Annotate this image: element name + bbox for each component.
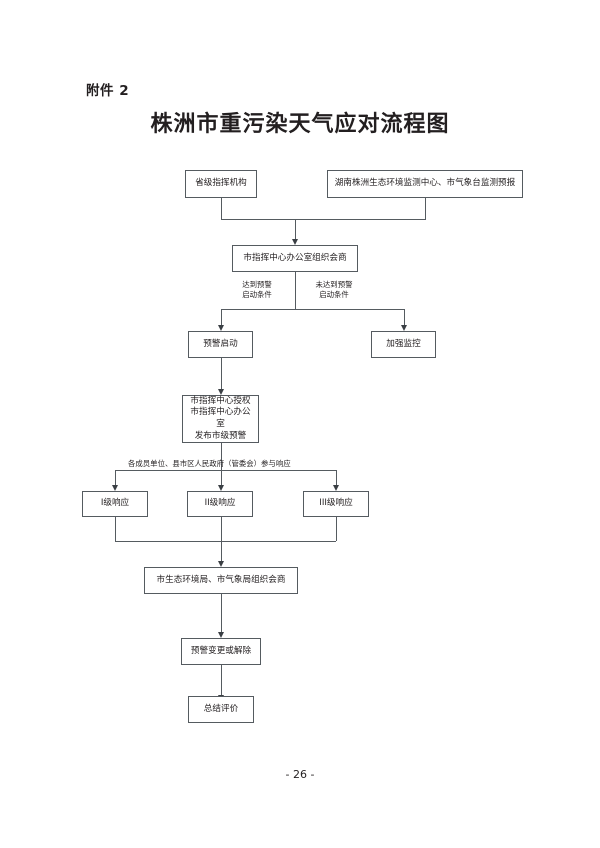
edge-to-response-2 — [220, 470, 222, 487]
node-provincial-command: 省级指挥机构 — [185, 170, 257, 198]
arrowhead-to-consult — [291, 239, 298, 245]
node-warning-change-or-lift: 预警变更或解除 — [181, 638, 261, 665]
node-response-level-1: I级响应 — [82, 491, 148, 517]
node-city-office-consult: 市指挥中心办公室组织会商 — [232, 245, 358, 272]
node-eco-bureau-consult: 市生态环境局、市气象局组织会商 — [144, 567, 298, 594]
edge-activation-down — [220, 358, 222, 392]
edge-response-3-down — [335, 517, 337, 541]
edge-eco-consult-down — [220, 594, 222, 635]
edge-warning-change-down — [220, 665, 222, 698]
arrowhead-to-response-1 — [111, 485, 118, 491]
node-monitoring-forecast: 湖南株洲生态环境监测中心、市气象台监测预报 — [327, 170, 523, 198]
arrowhead-to-response-2 — [217, 485, 224, 491]
attachment-label: 附件 2 — [86, 83, 130, 99]
arrowhead-to-eco-consult — [217, 561, 224, 567]
arrowhead-to-authorize — [217, 389, 224, 395]
edge-response-merge-bus — [114, 541, 336, 543]
edge-label-condition-met: 达到预警 启动条件 — [242, 280, 272, 299]
arrowhead-to-warning-activation — [217, 325, 224, 331]
page-number-footer: - 26 - — [285, 768, 315, 781]
node-summary-evaluation: 总结评价 — [188, 696, 254, 723]
edge-to-response-1 — [114, 470, 116, 487]
node-response-level-2: II级响应 — [187, 491, 253, 517]
arrowhead-to-response-3 — [332, 485, 339, 491]
edge-to-response-3 — [335, 470, 337, 487]
edge-to-warning-activation — [220, 309, 222, 327]
arrowhead-to-enhanced-monitoring — [400, 325, 407, 331]
edge-split-bus — [220, 309, 405, 311]
node-authorize-release-warning: 市指挥中心授权 市指挥中心办公室 发布市级预警 — [182, 395, 259, 443]
edge-response-2-down — [220, 517, 222, 563]
node-enhanced-monitoring: 加强监控 — [371, 331, 436, 358]
arrowhead-to-warning-change — [217, 632, 224, 638]
edge-to-enhanced-monitoring — [403, 309, 405, 327]
edge-authorize-down — [220, 443, 222, 470]
node-response-level-3: III级响应 — [303, 491, 369, 517]
edge-label-condition-not-met: 未达到预警 启动条件 — [315, 280, 353, 299]
edge-monitoring-down — [424, 198, 426, 219]
page-title: 株洲市重污染天气应对流程图 — [150, 112, 450, 137]
edge-consult-down — [294, 272, 296, 309]
edge-response-split-bus — [114, 470, 336, 472]
edge-response-1-down — [114, 517, 116, 541]
edge-bus-to-consult — [294, 219, 296, 241]
node-warning-activation: 预警启动 — [188, 331, 253, 358]
edge-label-members-participate: 各成员单位、县市区人民政府（管委会）参与响应 — [128, 459, 291, 468]
edge-merge-bus — [220, 219, 426, 221]
edge-provincial-down — [220, 198, 222, 219]
